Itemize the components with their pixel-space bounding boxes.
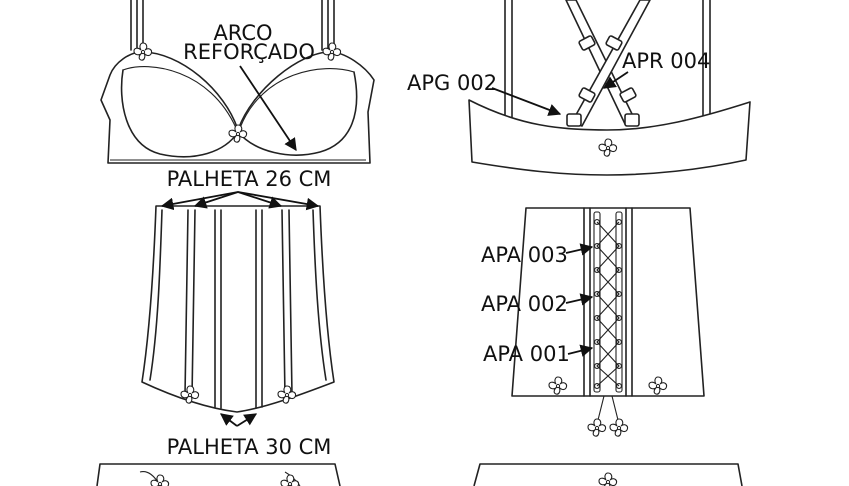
corset-back-sketch	[511, 207, 705, 437]
bra-sketch	[100, 0, 375, 164]
apa2-arrow	[565, 293, 594, 306]
apa3-label: APA 003	[481, 243, 568, 267]
arco-arrow	[239, 65, 297, 152]
palheta-bottom-arrows	[219, 413, 258, 427]
apr-label: APR 004	[622, 49, 710, 73]
bra-strap-left	[130, 0, 144, 51]
apg-arrow	[491, 87, 562, 116]
apa2-label: APA 002	[481, 292, 568, 316]
lace-tie-flower-left-icon	[587, 418, 607, 437]
apr-arrow	[602, 71, 629, 89]
panty-back-sketch	[473, 463, 743, 486]
palheta-top-label: PALHETA 26 CM	[167, 167, 332, 191]
panty-front-sketch	[96, 463, 341, 486]
lacing-cord	[596, 221, 620, 387]
apa1-label: APA 001	[483, 342, 570, 366]
bra-strap-right	[321, 0, 335, 51]
arco-label-line1: ARCO	[213, 21, 272, 45]
apa1-arrow	[567, 344, 594, 357]
corset-front-sketch	[141, 191, 335, 427]
palheta-bottom-label: PALHETA 30 CM	[167, 435, 332, 459]
lace-tie-flower-right-icon	[609, 418, 629, 437]
arco-label-line2: REFORÇADO	[183, 40, 315, 64]
palheta-top-arrows	[160, 191, 320, 211]
bra-back-sketch	[468, 0, 751, 176]
lacing-grommets	[593, 211, 623, 393]
apg-label: APG 002	[407, 71, 497, 95]
apa3-arrow	[565, 243, 594, 256]
